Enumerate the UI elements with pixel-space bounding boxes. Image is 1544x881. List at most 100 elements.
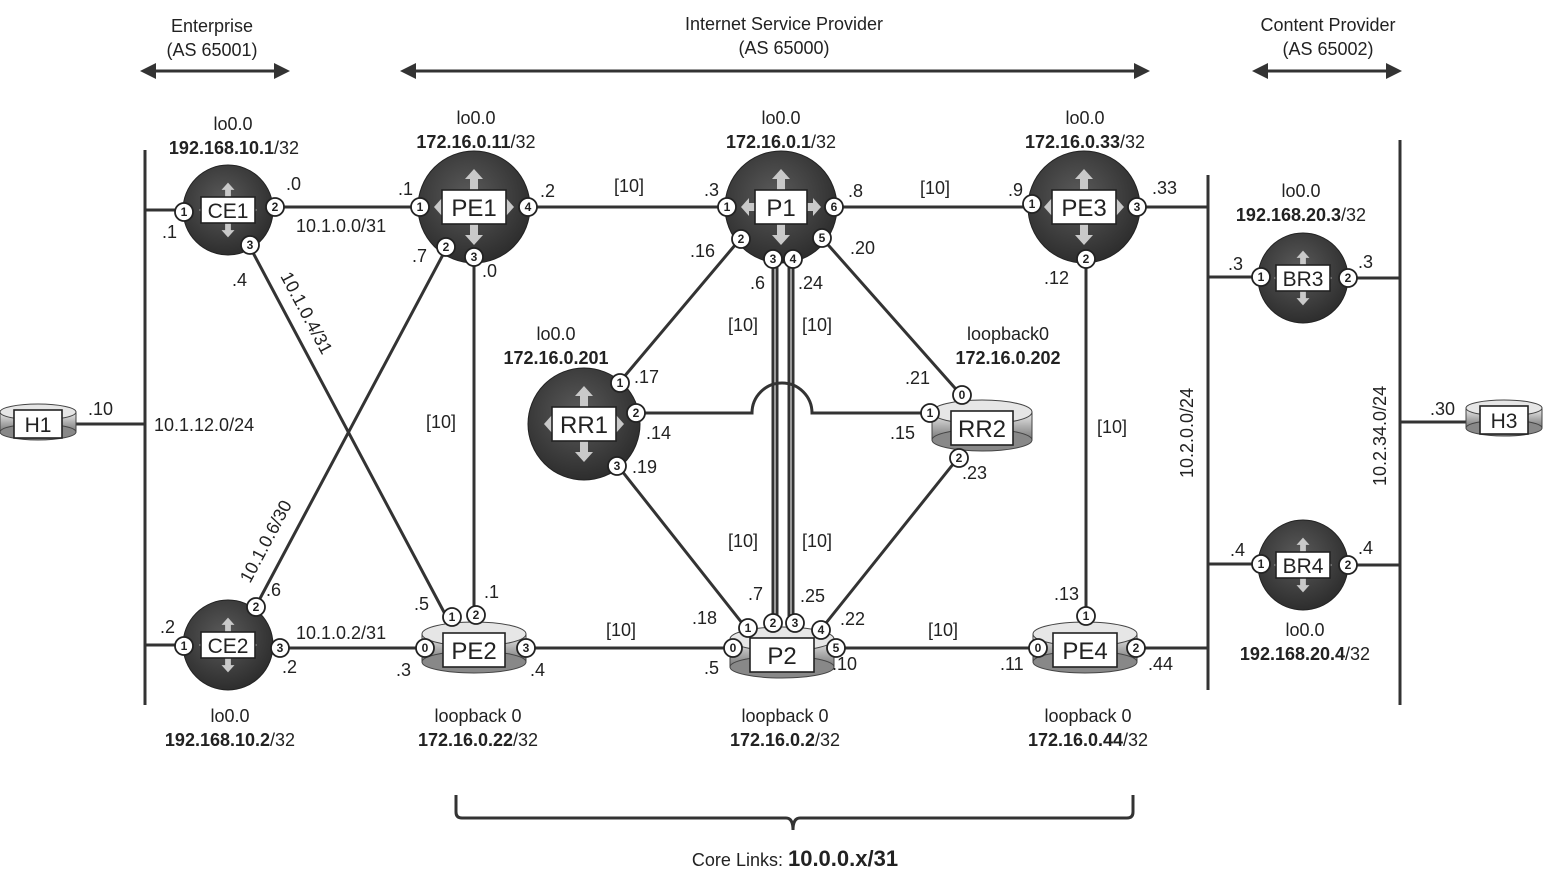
svg-text:2: 2 [738,232,745,246]
addr-pe4-11: .11 [1000,654,1024,674]
node-name: RR1 [560,412,608,439]
node-name: BR3 [1283,268,1324,291]
addr-rr1-14: .14 [646,423,671,443]
svg-text:2: 2 [956,451,963,465]
svg-text:2: 2 [1345,271,1352,285]
port-ce1-1: 1 [174,202,194,222]
node-name: BR4 [1283,555,1324,578]
svg-text:1: 1 [449,610,456,624]
pe1-lo-ip: 172.16.0.11/32 [416,132,535,152]
pe3-lo-ip: 172.16.0.33/32 [1025,132,1145,152]
svg-text:1: 1 [927,406,934,420]
addr-rr2-23: .23 [962,463,987,483]
port-p1-3: 3 [763,249,783,269]
isp-label: Internet Service Provider [685,14,883,34]
metric-p1-p2-a-top: [10] [728,315,758,335]
subnet-cp-lan: 10.2.34.0/24 [1370,386,1390,486]
addr-pe2-1: .1 [484,582,499,602]
port-p2-2: 2 [763,613,783,633]
port-p1-5: 5 [812,228,832,248]
svg-text:5: 5 [833,641,840,655]
port-p1-4: 4 [783,249,803,269]
addr-ce2-2b: .2 [282,657,297,677]
addr-p2-7: .7 [748,584,763,604]
metric-p1-p2-a-bot: [10] [728,531,758,551]
content-provider-as: (AS 65002) [1282,39,1373,59]
enterprise-as: (AS 65001) [166,40,257,60]
router-br4[interactable]: BR4 [1257,519,1349,611]
metric-p2-pe4: [10] [928,620,958,640]
addr-h1-10: .10 [88,399,113,419]
port-br3-1: 1 [1251,267,1271,287]
svg-text:4: 4 [790,252,797,266]
node-name: PE3 [1061,195,1106,222]
rr2-lo-ip: 172.16.0.202 [955,348,1060,368]
addr-br3-3a: .3 [1228,254,1243,274]
node-name: H3 [1491,410,1518,433]
node-name: H1 [25,414,52,437]
ce2-lo-ip: 192.168.10.2/32 [165,730,295,750]
ce1-pe2-link [248,246,447,615]
subnet-ce1-pe1: 10.1.0.0/31 [296,216,386,236]
port-pe2-0: 0 [415,638,435,658]
ce1-lo-name: lo0.0 [213,114,252,134]
svg-text:1: 1 [417,200,424,214]
router-ce1[interactable]: CE1 [182,164,274,256]
port-pe3-1: 1 [1022,194,1042,214]
router-pe4[interactable]: PE4 [1032,621,1138,674]
rr1-lo-ip: 172.16.0.201 [503,348,608,368]
router-pe2[interactable]: PE2 [421,621,527,674]
svg-text:2: 2 [1133,641,1140,655]
host-h1[interactable]: H1 [0,403,77,441]
router-p2[interactable]: P2 [729,626,835,679]
svg-text:5: 5 [819,231,826,245]
port-rr2-2: 2 [949,448,969,468]
svg-text:1: 1 [1258,557,1265,571]
port-ce2-3: 3 [270,638,290,658]
port-pe3-2: 2 [1076,249,1096,269]
port-rr1-2: 2 [626,403,646,423]
ce1-lo-ip: 192.168.10.1/32 [169,138,299,158]
svg-text:1: 1 [745,621,752,635]
addr-br4-4b: .4 [1358,538,1373,558]
addr-pe4-44: .44 [1148,654,1173,674]
svg-text:1: 1 [617,376,624,390]
addr-pe1-7: .7 [412,246,427,266]
port-rr1-1: 1 [610,373,630,393]
svg-text:1: 1 [181,205,188,219]
node-name: CE1 [208,200,249,223]
port-p1-6: 6 [824,197,844,217]
enterprise-label: Enterprise [171,16,253,36]
node-name: CE2 [208,635,249,658]
router-rr2[interactable]: RR2 [931,399,1033,452]
svg-text:3: 3 [770,252,777,266]
core-links-brace [454,795,1135,831]
svg-text:3: 3 [1134,200,1141,214]
br3-lo-name: lo0.0 [1281,181,1320,201]
port-pe2-2: 2 [466,605,486,625]
router-rr1[interactable]: RR1 [527,367,641,481]
host-h3[interactable]: H3 [1465,399,1543,437]
svg-text:3: 3 [247,238,254,252]
addr-rr2-15: .15 [890,423,915,443]
router-br3[interactable]: BR3 [1257,232,1349,324]
links [75,140,1468,705]
port-p2-3: 3 [785,613,805,633]
subnet-enterprise-lan: 10.1.12.0/24 [154,415,254,435]
arrow-heads [140,63,1402,79]
addr-pe2-4: .4 [530,660,545,680]
svg-text:1: 1 [1083,609,1090,623]
port-pe4-2: 2 [1126,638,1146,658]
port-pe2-3: 3 [516,638,536,658]
port-p1-2: 2 [731,229,751,249]
router-pe1[interactable]: PE1 [417,150,531,264]
interface-ports: 1 2 3 1 2 3 1 2 3 4 0 1 2 3 1 2 3 4 5 6 … [174,194,1358,658]
router-p1[interactable]: P1 [724,150,838,264]
svg-text:2: 2 [770,616,777,630]
router-pe3[interactable]: PE3 [1027,150,1141,264]
rr1-lo-name: lo0.0 [536,324,575,344]
svg-text:4: 4 [818,623,825,637]
metric-p1-p2-b-top: [10] [802,315,832,335]
port-ce2-2: 2 [246,597,266,617]
addr-p2-25: .25 [800,586,825,606]
